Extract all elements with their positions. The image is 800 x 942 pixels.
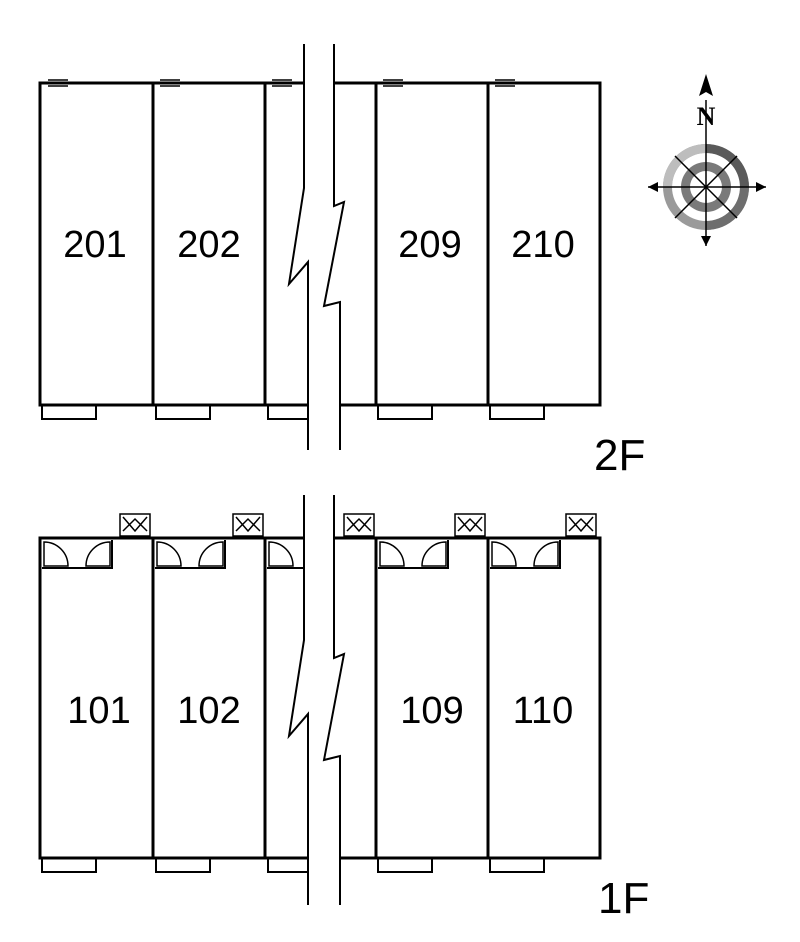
door-swing (156, 541, 182, 567)
balcony (377, 857, 433, 873)
unit-label: 109 (400, 690, 463, 732)
unit-label: 102 (177, 690, 240, 732)
meter-box (343, 513, 375, 537)
door-swing (421, 541, 447, 567)
balcony (41, 857, 97, 873)
floor-label: 2F (594, 431, 645, 480)
compass-icon: N (648, 74, 766, 246)
break-mark-2f (287, 44, 346, 450)
north-label: N (697, 102, 716, 131)
balcony (489, 857, 545, 873)
meter-box (119, 513, 151, 537)
unit-label: 110 (513, 690, 574, 732)
door-swing (198, 541, 224, 567)
door-swing (43, 541, 69, 567)
balcony (155, 857, 211, 873)
door-swing (268, 541, 294, 567)
door-swing (533, 541, 559, 567)
balcony (489, 404, 545, 420)
unit-label: 201 (63, 224, 126, 266)
meter-box (565, 513, 597, 537)
unit-label: 209 (398, 224, 461, 266)
balcony (155, 404, 211, 420)
meter-box (454, 513, 486, 537)
unit-label: 202 (177, 224, 240, 266)
meter-box (232, 513, 264, 537)
door-swing (379, 541, 405, 567)
unit-label: 101 (67, 690, 130, 732)
balcony (41, 404, 97, 420)
balcony (377, 404, 433, 420)
door-swing (85, 541, 111, 567)
balcony (267, 404, 309, 420)
unit-label: 210 (511, 224, 574, 266)
break-mark-1f (287, 495, 346, 905)
door-swing (491, 541, 517, 567)
balcony (267, 857, 309, 873)
floor-label: 1F (598, 874, 649, 923)
